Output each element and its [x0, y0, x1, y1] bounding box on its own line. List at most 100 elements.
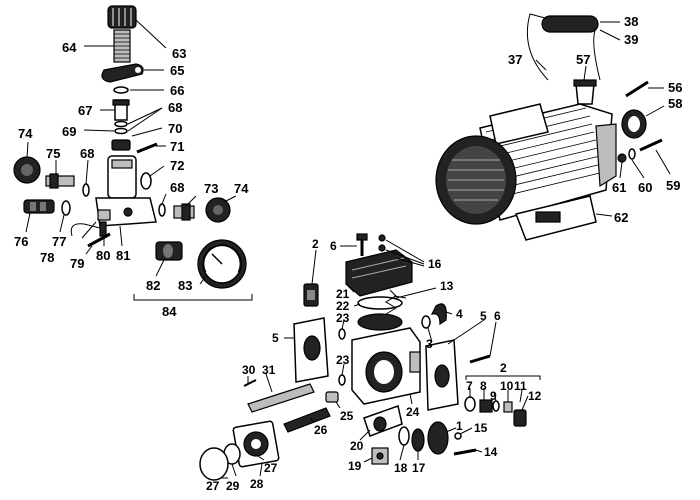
label-23-upper: 23	[336, 311, 350, 325]
cylinder-head-21	[345, 249, 413, 297]
pin-30	[243, 379, 257, 387]
nut-61	[617, 153, 627, 163]
label-68-top: 68	[168, 100, 182, 115]
seat-nut-70	[111, 139, 131, 151]
label-17: 17	[412, 461, 426, 475]
pump-body-24	[351, 327, 421, 405]
pin-80	[99, 221, 107, 237]
pin-56	[625, 80, 649, 98]
label-19: 19	[348, 459, 362, 473]
shaft-31	[247, 383, 315, 413]
label-58: 58	[668, 96, 682, 111]
label-1: 1	[456, 419, 463, 433]
label-77: 77	[52, 234, 66, 249]
label-82: 82	[146, 278, 160, 293]
label-2-right: 2	[500, 361, 507, 375]
label-6-right: 6	[494, 309, 501, 323]
label-56: 56	[668, 80, 682, 95]
label-74-left: 74	[18, 126, 33, 141]
pressure-gauge-83	[197, 239, 247, 289]
label-71: 71	[170, 139, 184, 154]
label-74-right: 74	[234, 181, 249, 196]
o-ring-3	[421, 315, 431, 329]
screw-14	[453, 448, 477, 456]
label-76: 76	[14, 234, 28, 249]
cap-nut-74-left	[13, 156, 41, 184]
washer-15	[454, 432, 462, 440]
label-21: 21	[336, 287, 350, 301]
label-64: 64	[62, 40, 77, 55]
screw-71	[136, 142, 158, 154]
bushing-25	[325, 391, 339, 403]
shaft-26	[283, 407, 331, 433]
label-57: 57	[576, 52, 590, 67]
flange-28	[232, 420, 280, 468]
carry-handle	[526, 13, 601, 81]
diaphragm	[357, 313, 403, 331]
label-24: 24	[406, 405, 420, 419]
o-ring-68-top	[114, 120, 128, 128]
label-7: 7	[466, 379, 473, 393]
o-ring-23-lower	[338, 374, 346, 386]
label-81: 81	[116, 248, 130, 263]
label-61: 61	[612, 180, 626, 195]
label-68-right: 68	[170, 180, 184, 195]
label-3: 3	[426, 337, 433, 351]
o-ring-77	[61, 200, 71, 216]
label-72: 72	[170, 158, 184, 173]
label-38: 38	[624, 14, 638, 29]
label-10: 10	[500, 379, 514, 393]
unloader-valve-assembly	[13, 5, 253, 301]
label-79: 79	[70, 256, 84, 271]
label-5-left: 5	[272, 331, 279, 345]
label-2-top: 2	[312, 237, 319, 251]
label-62: 62	[614, 210, 628, 225]
label-27-right: 27	[264, 461, 278, 475]
label-84: 84	[162, 304, 177, 319]
label-13: 13	[440, 279, 454, 293]
cap-nut-74-right	[205, 197, 231, 223]
fitting-75	[45, 173, 75, 189]
screw-79	[87, 232, 111, 248]
o-ring-23-upper	[338, 328, 346, 340]
label-8: 8	[480, 379, 487, 393]
valve-spring-13	[385, 289, 397, 315]
label-22: 22	[336, 299, 350, 313]
ring-22	[357, 296, 403, 310]
label-39: 39	[624, 32, 638, 47]
pump-assembly	[199, 233, 541, 481]
washer-66	[113, 86, 129, 94]
fitting-73	[173, 203, 195, 221]
label-65: 65	[170, 63, 184, 78]
o-ring-68-right	[158, 203, 166, 217]
label-37: 37	[508, 52, 522, 67]
label-9: 9	[490, 389, 497, 403]
label-18: 18	[394, 461, 408, 475]
valve-2-left	[303, 283, 319, 307]
group-bracket-2	[465, 375, 541, 380]
label-80: 80	[96, 248, 110, 263]
label-78: 78	[40, 250, 54, 265]
plug-12	[513, 409, 527, 427]
label-66: 66	[170, 83, 184, 98]
label-16: 16	[428, 257, 442, 271]
label-23-lower: 23	[336, 353, 350, 367]
part-labels: 63 64 65 66 67 68 69 70 71 72 73 74 68 7…	[14, 14, 682, 493]
leader-lines	[25, 19, 671, 479]
gauge-adapter-82	[155, 241, 183, 261]
label-30: 30	[242, 363, 256, 377]
oil-cap-57	[575, 83, 595, 105]
electric-motor	[435, 13, 663, 241]
screw-6-right	[469, 354, 491, 364]
label-14: 14	[484, 445, 498, 459]
label-5-right: 5	[480, 309, 487, 323]
label-15: 15	[474, 421, 488, 435]
label-29: 29	[226, 479, 240, 493]
label-20: 20	[350, 439, 364, 453]
label-68-left: 68	[80, 146, 94, 161]
label-75: 75	[46, 146, 60, 161]
label-4: 4	[456, 307, 463, 321]
label-60: 60	[638, 180, 652, 195]
label-67: 67	[78, 103, 92, 118]
